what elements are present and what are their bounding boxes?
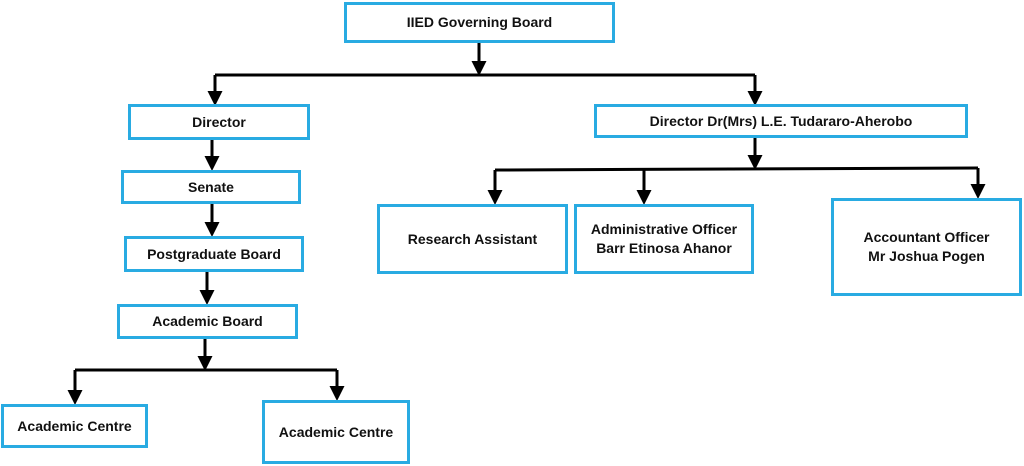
node-label: Administrative Officer bbox=[590, 221, 738, 238]
node-postgraduate-board: Postgraduate Board bbox=[124, 236, 304, 272]
node-director-left: Director bbox=[128, 104, 310, 140]
node-label: Director Dr(Mrs) L.E. Tudararo-Aherobo bbox=[649, 112, 913, 129]
node-label: Academic Board bbox=[152, 313, 263, 330]
node-accountant-officer: Accountant Officer Mr Joshua Pogen bbox=[831, 198, 1022, 296]
node-academic-board: Academic Board bbox=[117, 304, 298, 339]
node-senate: Senate bbox=[121, 170, 301, 204]
node-label: Research Assistant bbox=[407, 230, 538, 247]
node-iied-governing-board: IIED Governing Board bbox=[344, 2, 615, 43]
node-administrative-officer: Administrative Officer Barr Etinosa Ahan… bbox=[574, 204, 754, 274]
connector-right-split bbox=[494, 166, 979, 172]
node-academic-centre-2: Academic Centre bbox=[262, 400, 410, 464]
node-label: Accountant Officer bbox=[863, 229, 990, 246]
node-academic-centre-1: Academic Centre bbox=[1, 404, 148, 448]
node-sublabel: Mr Joshua Pogen bbox=[868, 248, 985, 264]
node-label: IIED Governing Board bbox=[406, 14, 553, 31]
node-label: Academic Centre bbox=[17, 417, 132, 434]
node-research-assistant: Research Assistant bbox=[377, 204, 568, 274]
node-sublabel: Barr Etinosa Ahanor bbox=[596, 240, 732, 256]
node-label: Senate bbox=[188, 178, 234, 195]
node-label: Academic Centre bbox=[278, 423, 394, 440]
node-director-right: Director Dr(Mrs) L.E. Tudararo-Aherobo bbox=[594, 104, 968, 138]
node-label: Director bbox=[192, 113, 246, 130]
node-label: Postgraduate Board bbox=[147, 245, 281, 262]
